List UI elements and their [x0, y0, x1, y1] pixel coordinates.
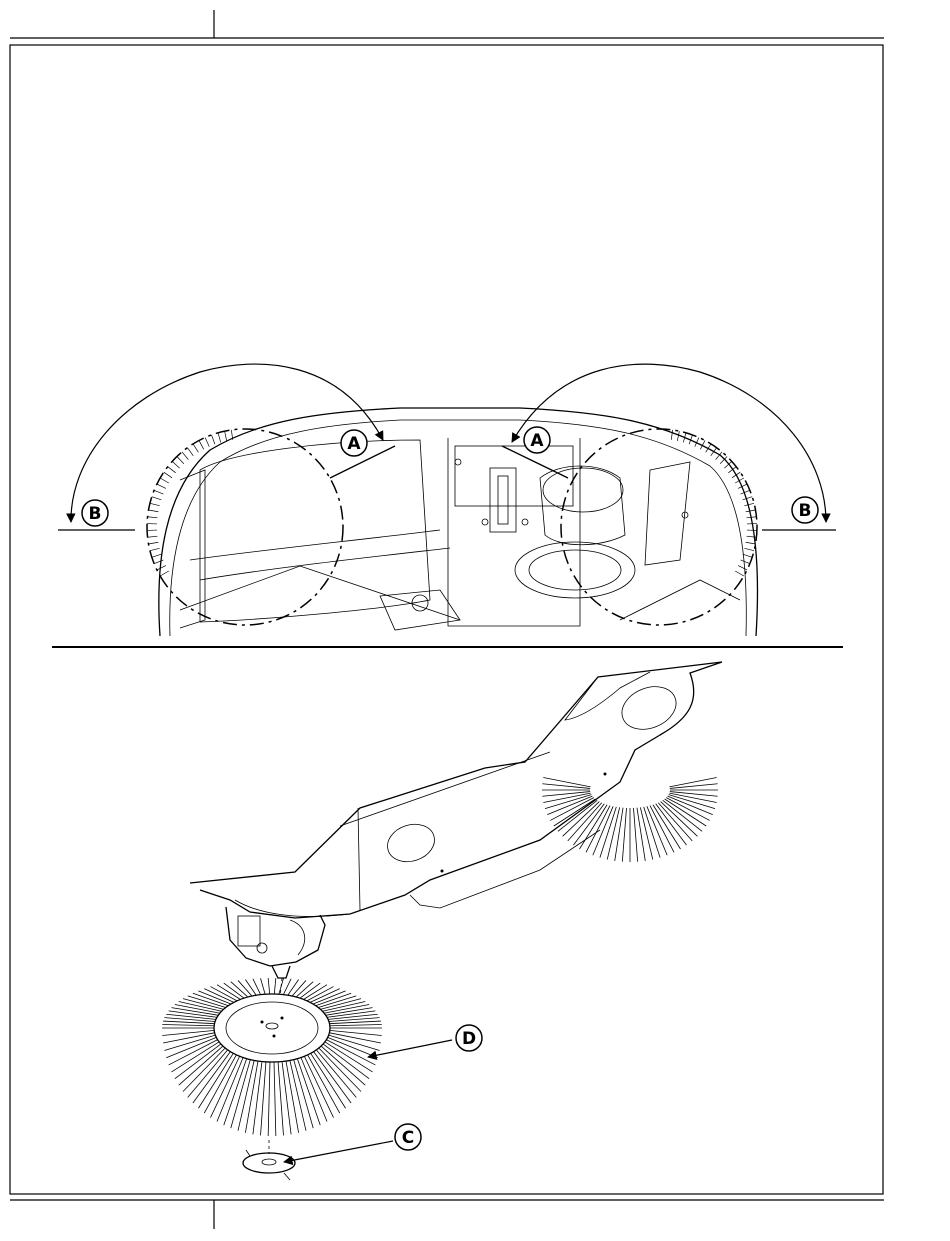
callout-b-left-label: B — [89, 504, 102, 524]
top-view: A A B B — [58, 364, 836, 636]
machine-body-outline — [159, 408, 758, 636]
callout-d: D — [456, 1025, 482, 1051]
brush-retainer — [243, 1140, 295, 1180]
right-rotation-arc — [512, 364, 826, 522]
exploded-view: D C — [162, 662, 722, 1180]
callout-b-right-label: B — [799, 501, 812, 521]
removed-brush — [162, 978, 382, 1136]
callout-a-right: A — [524, 427, 550, 453]
left-brush-circle — [147, 429, 343, 625]
broom-deck — [190, 662, 722, 918]
callout-a-left: A — [341, 430, 367, 456]
right-brush-circle — [561, 429, 757, 625]
callout-c-leader — [284, 1141, 393, 1162]
callout-d-label: D — [462, 1029, 476, 1049]
callout-d-leader — [368, 1040, 452, 1057]
callout-a-left-label: A — [347, 434, 361, 454]
callout-a-right-label: A — [530, 431, 544, 451]
callout-c-label: C — [402, 1128, 414, 1148]
callout-b-right: B — [792, 497, 818, 523]
left-brush-fringe — [147, 430, 233, 576]
callout-b-left: B — [82, 500, 108, 526]
callout-c: C — [395, 1124, 421, 1150]
page-frame — [10, 10, 884, 1229]
